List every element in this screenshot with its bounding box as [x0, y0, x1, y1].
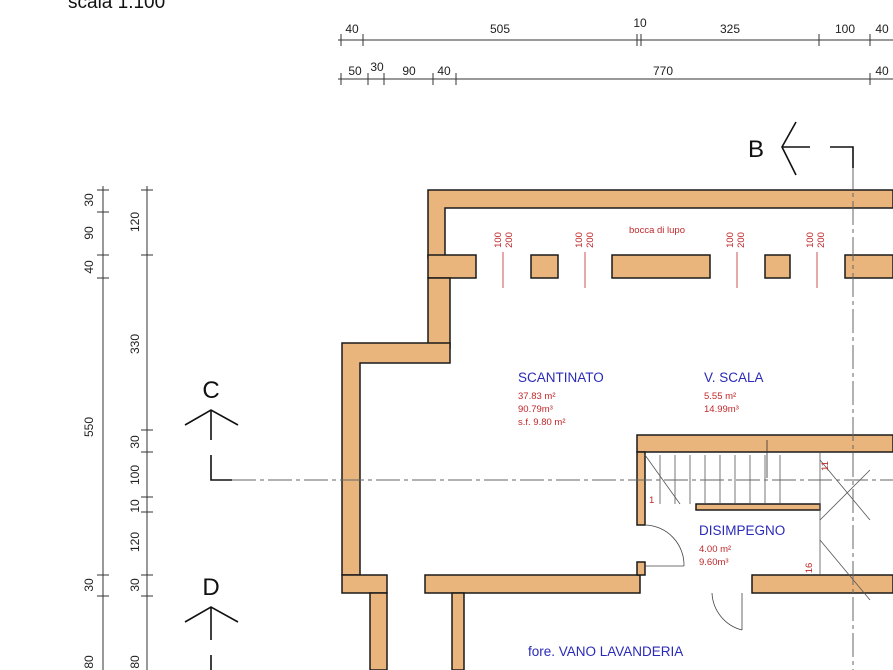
room-volume: 14.99m³: [704, 404, 739, 415]
light-well-lines: [502, 252, 818, 288]
svg-text:100: 100: [574, 232, 585, 248]
walls: [341, 189, 893, 670]
dim-label: 90: [402, 64, 416, 78]
section-label-c: C: [202, 377, 219, 404]
dim-label: 80: [82, 655, 96, 669]
dim-label: 40: [875, 64, 889, 78]
room-volume: 90.79m³: [518, 404, 553, 415]
room-window-area: s.f. 9.80 m²: [518, 417, 566, 428]
stair-side-count: 16: [804, 563, 815, 574]
svg-text:200: 200: [736, 232, 747, 248]
room-name: DISIMPEGNO: [699, 523, 785, 538]
room-name: V. SCALA: [704, 370, 764, 385]
svg-text:200: 200: [816, 232, 827, 248]
left-dimension-outer: 30 90 40 550 30 80: [82, 193, 96, 669]
room-area: 37.83 m²: [518, 391, 556, 402]
dim-label: 30: [82, 193, 96, 207]
room-area: 4.00 m²: [699, 544, 731, 555]
dim-label: 505: [490, 22, 510, 36]
dim-label: 100: [835, 22, 855, 36]
dim-label: 40: [437, 64, 451, 78]
dim-label: 40: [345, 22, 359, 36]
top-dimension-row-2: 50 30 90 40 770 40: [348, 60, 889, 78]
dim-label: 50: [348, 64, 362, 78]
top-dimension-lines: [338, 34, 893, 85]
dim-label: 10: [128, 499, 142, 513]
svg-text:200: 200: [585, 232, 596, 248]
dim-label: 10: [633, 16, 647, 30]
dim-label: 120: [128, 532, 142, 552]
dim-label: 30: [82, 578, 96, 592]
opening-dims: 100 200 100 200 100 200 100 200: [493, 232, 827, 248]
dim-label: 30: [370, 60, 384, 74]
left-dimension-inner: 120 330 30 100 10 120 30 80: [128, 212, 142, 669]
section-lines: [232, 165, 893, 670]
dim-label: 100: [128, 465, 142, 485]
dim-label: 325: [720, 22, 740, 36]
dim-label: 80: [128, 655, 142, 669]
section-markers: [184, 121, 854, 670]
room-name: SCANTINATO: [518, 370, 604, 385]
dim-label: 770: [653, 64, 673, 78]
room-vano-scala: V. SCALA 5.55 m² 14.99m³: [704, 370, 764, 415]
dim-label: 30: [128, 435, 142, 449]
room-area: 5.55 m²: [704, 391, 736, 402]
stair-top-count: 11: [820, 461, 831, 471]
stair-first-step: 1: [649, 495, 654, 506]
room-scantinato: SCANTINATO 37.83 m² 90.79m³ s.f. 9.80 m²: [518, 370, 604, 428]
bocca-di-lupo-label: bocca di lupo: [629, 225, 685, 236]
dim-label: 40: [875, 22, 889, 36]
section-label-d: D: [202, 574, 219, 601]
scale-label: scala 1:100: [68, 0, 166, 13]
section-label-b: B: [748, 136, 764, 163]
dim-label: 40: [82, 260, 96, 274]
dim-label: 550: [82, 417, 96, 437]
dim-label: 120: [128, 212, 142, 232]
room-lavanderia: fore. VANO LAVANDERIA: [528, 644, 683, 659]
svg-text:200: 200: [504, 232, 515, 248]
dim-label: 90: [82, 226, 96, 240]
left-dimension-lines: [97, 186, 153, 670]
svg-text:100: 100: [805, 232, 816, 248]
svg-text:100: 100: [493, 232, 504, 248]
svg-text:100: 100: [725, 232, 736, 248]
top-dimension-row-1: 40 505 10 325 100 40: [345, 16, 889, 36]
room-volume: 9.60m³: [699, 557, 729, 568]
dim-label: 330: [128, 334, 142, 354]
door-swings: [644, 524, 743, 631]
dim-label: 30: [128, 578, 142, 592]
room-disimpegno: DISIMPEGNO 4.00 m² 9.60m³: [699, 523, 785, 568]
